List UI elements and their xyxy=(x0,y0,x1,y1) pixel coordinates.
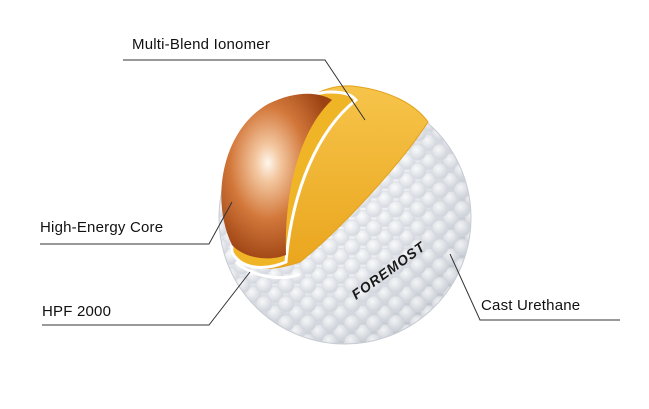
label-multi-blend-ionomer: Multi-Blend Ionomer xyxy=(132,36,271,53)
high-energy-core xyxy=(221,93,332,259)
leader-line-ionomer xyxy=(123,59,366,121)
label-cast-urethane: Cast Urethane xyxy=(481,297,581,314)
label-hpf-2000: HPF 2000 xyxy=(42,303,112,320)
leader-lines xyxy=(40,59,620,326)
label-high-energy-core: High-Energy Core xyxy=(40,219,164,236)
leader-line-urethane xyxy=(449,253,620,321)
leader-line-core xyxy=(40,201,233,245)
leader-line-hpf xyxy=(42,271,251,326)
